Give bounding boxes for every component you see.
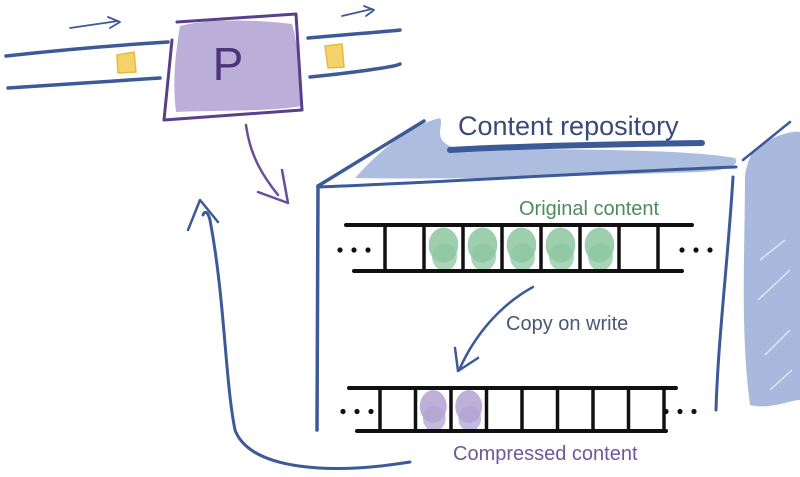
input-flow-arrow-icon: [69, 16, 121, 29]
cell-content-blob: [510, 243, 535, 271]
ellipsis-dot-right: [663, 408, 669, 415]
cell-content-blob: [549, 243, 574, 271]
ellipsis-dot-left: [337, 247, 343, 253]
cell-content-blob: [458, 405, 482, 432]
input-pipe-top-edge: [4, 40, 170, 58]
memory-cell: [584, 227, 615, 271]
ellipsis-dot-right: [679, 247, 685, 253]
ellipsis-dot-left: [368, 408, 374, 415]
cell-content-blob: [471, 243, 496, 271]
repository-left-wall: [315, 184, 320, 432]
store-arrow: [244, 123, 290, 205]
side-hatch-lines: [757, 239, 793, 391]
output-pipe-bottom-edge: [308, 62, 402, 79]
output-data-packet: [324, 43, 345, 69]
copy-on-write-arrow: [453, 285, 535, 373]
ellipsis-dot-right: [677, 408, 683, 415]
repository: Content repository: [315, 111, 800, 432]
copy-arrow-head-icon: [453, 346, 480, 373]
ellipsis-dot-left: [354, 408, 360, 415]
cell-content-blob: [422, 405, 446, 432]
ellipsis-dot-left: [365, 247, 371, 253]
processor-fill: [174, 20, 302, 112]
original-content-strip: [337, 223, 713, 273]
memory-cell: [467, 227, 498, 271]
cell-content-blob: [588, 243, 613, 271]
repository-title-underline: [447, 140, 705, 153]
original-content-label: Original content: [519, 198, 660, 220]
memory-cell: [428, 227, 459, 271]
processor-box: P: [162, 12, 304, 122]
store-arrow-shaft: [244, 123, 280, 197]
ellipsis-dot-left: [340, 408, 346, 415]
repository-title: Content repository: [458, 111, 679, 141]
ellipsis-dot-right: [693, 247, 699, 253]
processor-label: P: [213, 38, 244, 90]
memory-cell: [545, 227, 576, 271]
processor-outline: [162, 12, 304, 122]
output-pipe: [306, 5, 402, 79]
ellipsis-dot-right: [707, 247, 713, 253]
compressed-content-strip: [340, 386, 697, 433]
return-arrow: [186, 198, 412, 470]
return-arrow-head-icon: [186, 198, 220, 232]
repository-top-left-edge: [316, 119, 426, 188]
copy-arrow-shaft: [458, 285, 535, 370]
copy-on-write-label: Copy on write: [506, 313, 628, 335]
repository-right-wall: [714, 175, 735, 412]
ellipsis-dot-left: [351, 247, 357, 253]
repository-top-shading: [355, 118, 737, 179]
compressed-content-label: Compressed content: [453, 443, 638, 465]
repository-side-shading: [743, 131, 800, 407]
output-pipe-top-edge: [306, 28, 402, 40]
store-arrow-head-icon: [256, 168, 290, 205]
repository-top-front-edge: [316, 165, 738, 189]
memory-cell: [455, 390, 483, 432]
memory-cell: [506, 227, 537, 271]
repository-top-right-edge: [741, 120, 792, 162]
input-pipe-bottom-edge: [6, 76, 162, 90]
return-arrow-shaft: [201, 210, 412, 470]
output-flow-arrow-icon: [341, 5, 375, 17]
ellipsis-dot-right: [691, 408, 697, 415]
input-data-packet: [116, 51, 137, 74]
input-pipe: [4, 16, 170, 90]
cell-content-blob: [432, 243, 457, 271]
memory-cell: [419, 390, 447, 432]
